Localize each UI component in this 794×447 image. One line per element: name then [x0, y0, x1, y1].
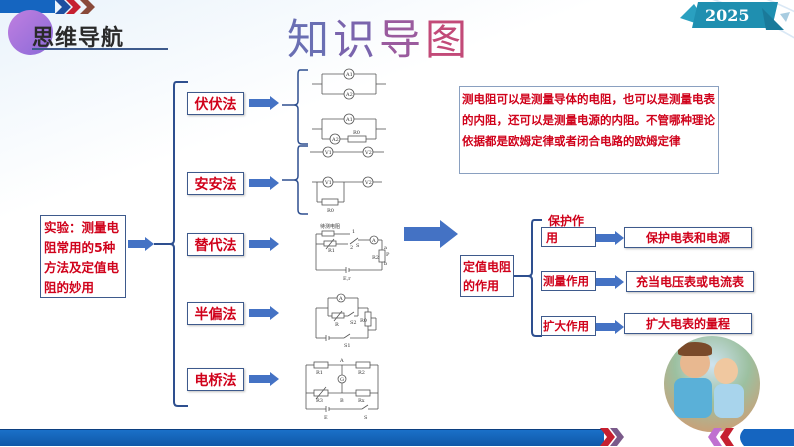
role-result: 保护电表和电源: [624, 227, 752, 248]
method-box: 安安法: [187, 172, 244, 195]
label-r1: R1: [316, 370, 323, 376]
label-rx: Rx: [358, 398, 365, 404]
sub-brackets: [282, 69, 308, 215]
note-box: 测电阻可以是测量导体的电阻，也可以是测量电表的内阻，还可以是测量电源的内阻。不管…: [459, 86, 719, 174]
label-r1: R1: [328, 248, 335, 254]
label-a1: A1: [345, 117, 353, 123]
method-box: 替代法: [187, 233, 244, 256]
circuit-two-ammeters: A1 A2 A1 A2 R0: [312, 68, 386, 145]
arrow-icon: [249, 306, 279, 320]
label-s: S: [356, 243, 360, 249]
role-label-top: 保护作: [548, 212, 584, 229]
circuit-half-deflection: A R S2 R0 S1: [315, 293, 377, 349]
label-r2: R2: [372, 255, 379, 261]
year-badge-ribbon-icon: [680, 2, 790, 30]
arrow-icon: [596, 231, 624, 245]
label-a: A: [371, 238, 376, 244]
circuit-substitution: 待测电阻 1 2 S A R1 R2 a P b E,r: [315, 223, 390, 282]
methods-bracket: [154, 81, 188, 407]
label-e: E: [324, 415, 328, 421]
arrow-icon: [596, 275, 624, 289]
role-label: 保护作: [548, 214, 585, 228]
label-r0: R0: [360, 318, 367, 324]
label-er: E,r: [343, 276, 351, 282]
title-char: 图: [425, 15, 472, 64]
method-box: 伏伏法: [187, 92, 244, 115]
label-a2: A2: [331, 137, 339, 143]
girl-face-icon: [714, 358, 738, 384]
label-v2: V2: [364, 180, 372, 186]
label-s1: S1: [344, 343, 351, 349]
page-title: 知识导图: [287, 6, 471, 67]
label-r: R: [335, 322, 339, 328]
label-r3: R3: [316, 398, 323, 404]
boy-shirt-icon: [674, 378, 712, 418]
method-box: 半偏法: [187, 302, 244, 325]
title-char: 知: [287, 15, 334, 64]
title-char: 识: [333, 15, 380, 64]
title-char: 导: [379, 15, 426, 64]
label-a2: A2: [345, 92, 353, 98]
label-r0: R0: [327, 208, 334, 214]
label-g: G: [340, 377, 344, 383]
label-v1: V1: [324, 150, 332, 156]
role-box: 用: [541, 227, 596, 247]
section-label: 思维导航: [32, 26, 125, 51]
role-result: 充当电压表或电流表: [626, 271, 754, 292]
role-result: 扩大电表的量程: [624, 313, 752, 334]
label-a: A: [338, 296, 343, 302]
root-arrow-icon: [128, 237, 154, 251]
label-1: 1: [352, 229, 355, 235]
kids-illustration: [664, 336, 760, 432]
label-pb: b: [384, 261, 387, 267]
footer-chevrons-icon: [600, 428, 624, 446]
footer-bar: [0, 429, 604, 446]
boy-hair-icon: [678, 342, 712, 356]
big-arrow-icon: [404, 220, 458, 248]
root-topic: 实验：测量电阻常用的5种方法及定值电阻的妙用: [40, 215, 126, 298]
role-box: 测量作用: [541, 271, 596, 291]
label-pa: a: [384, 245, 387, 251]
label-v1: V1: [324, 180, 332, 186]
method-box: 电桥法: [187, 368, 244, 391]
label-a: A: [339, 358, 344, 364]
footer-right-chevrons-icon: [708, 428, 794, 446]
label-s: S: [364, 415, 368, 421]
label-v2: V2: [364, 150, 372, 156]
circuit-two-voltmeters: V1 V2 V1 V2 R0: [310, 146, 384, 214]
label-r2: R2: [358, 370, 365, 376]
section-underline: [32, 48, 168, 50]
roles-bracket: [514, 219, 542, 337]
year-badge: 2025: [705, 6, 750, 25]
arrow-icon: [249, 176, 279, 190]
label-s2: S2: [350, 320, 357, 326]
label-p: P: [386, 252, 390, 258]
circuit-bridge: R1 R2 R3 Rx G A B E S: [305, 358, 379, 421]
header-chevrons-icon: [0, 0, 95, 14]
arrow-icon: [249, 237, 279, 251]
role-box: 扩大作用: [541, 316, 596, 336]
arrow-icon: [596, 320, 624, 334]
role-label: 用: [546, 231, 559, 245]
arrow-icon: [249, 96, 279, 110]
label-b: B: [340, 398, 344, 404]
arrow-icon: [249, 372, 279, 386]
label-r0: R0: [353, 130, 360, 136]
label-title: 待测电阻: [320, 223, 340, 230]
label-2: 2: [350, 245, 353, 251]
girl-shirt-icon: [714, 384, 744, 418]
label-a1: A1: [345, 72, 353, 78]
fixed-resistor-box: 定值电阻的作用: [460, 255, 514, 297]
section-circle-icon: [8, 10, 53, 55]
